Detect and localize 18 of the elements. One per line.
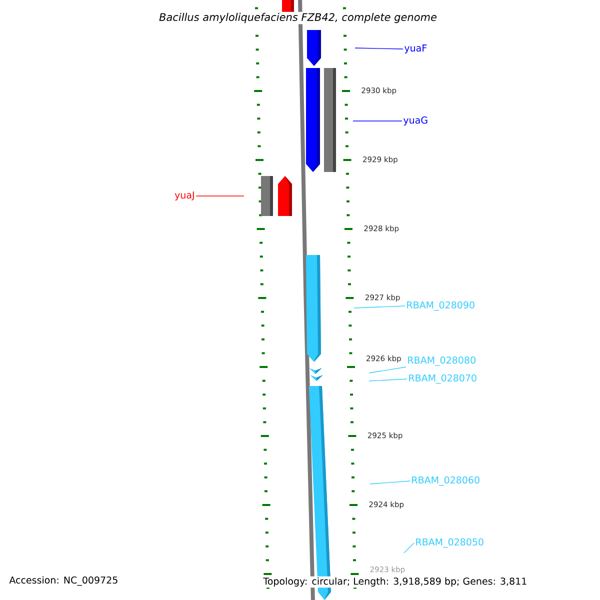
leader-line bbox=[352, 120, 402, 122]
genome-info-text: Topology: circular; Length: 3,918,589 bp; Genes: 3,811 bbox=[262, 576, 528, 588]
leader-line bbox=[404, 542, 414, 554]
gene-label: yuaG bbox=[403, 116, 428, 126]
leader-line bbox=[370, 480, 410, 484]
accession-text: Accession: NC_009725 bbox=[9, 576, 118, 586]
gene-label: yuaF bbox=[404, 44, 427, 54]
gene-label: RBAM_028080 bbox=[408, 356, 476, 366]
leader-line bbox=[368, 378, 408, 382]
leader-line bbox=[354, 306, 406, 308]
gene-label: RBAM_028060 bbox=[412, 476, 480, 486]
title: Bacillus amyloliquefaciens FZB42, complete genome bbox=[158, 12, 438, 24]
gene-label: RBAM_028090 bbox=[407, 301, 474, 311]
gene-label: yuaJ bbox=[174, 192, 194, 200]
gene-label: RBAM_028070 bbox=[409, 374, 476, 384]
gene-label: RBAM_028050 bbox=[416, 538, 484, 548]
leader-line bbox=[354, 48, 404, 50]
leader-line bbox=[368, 366, 406, 374]
